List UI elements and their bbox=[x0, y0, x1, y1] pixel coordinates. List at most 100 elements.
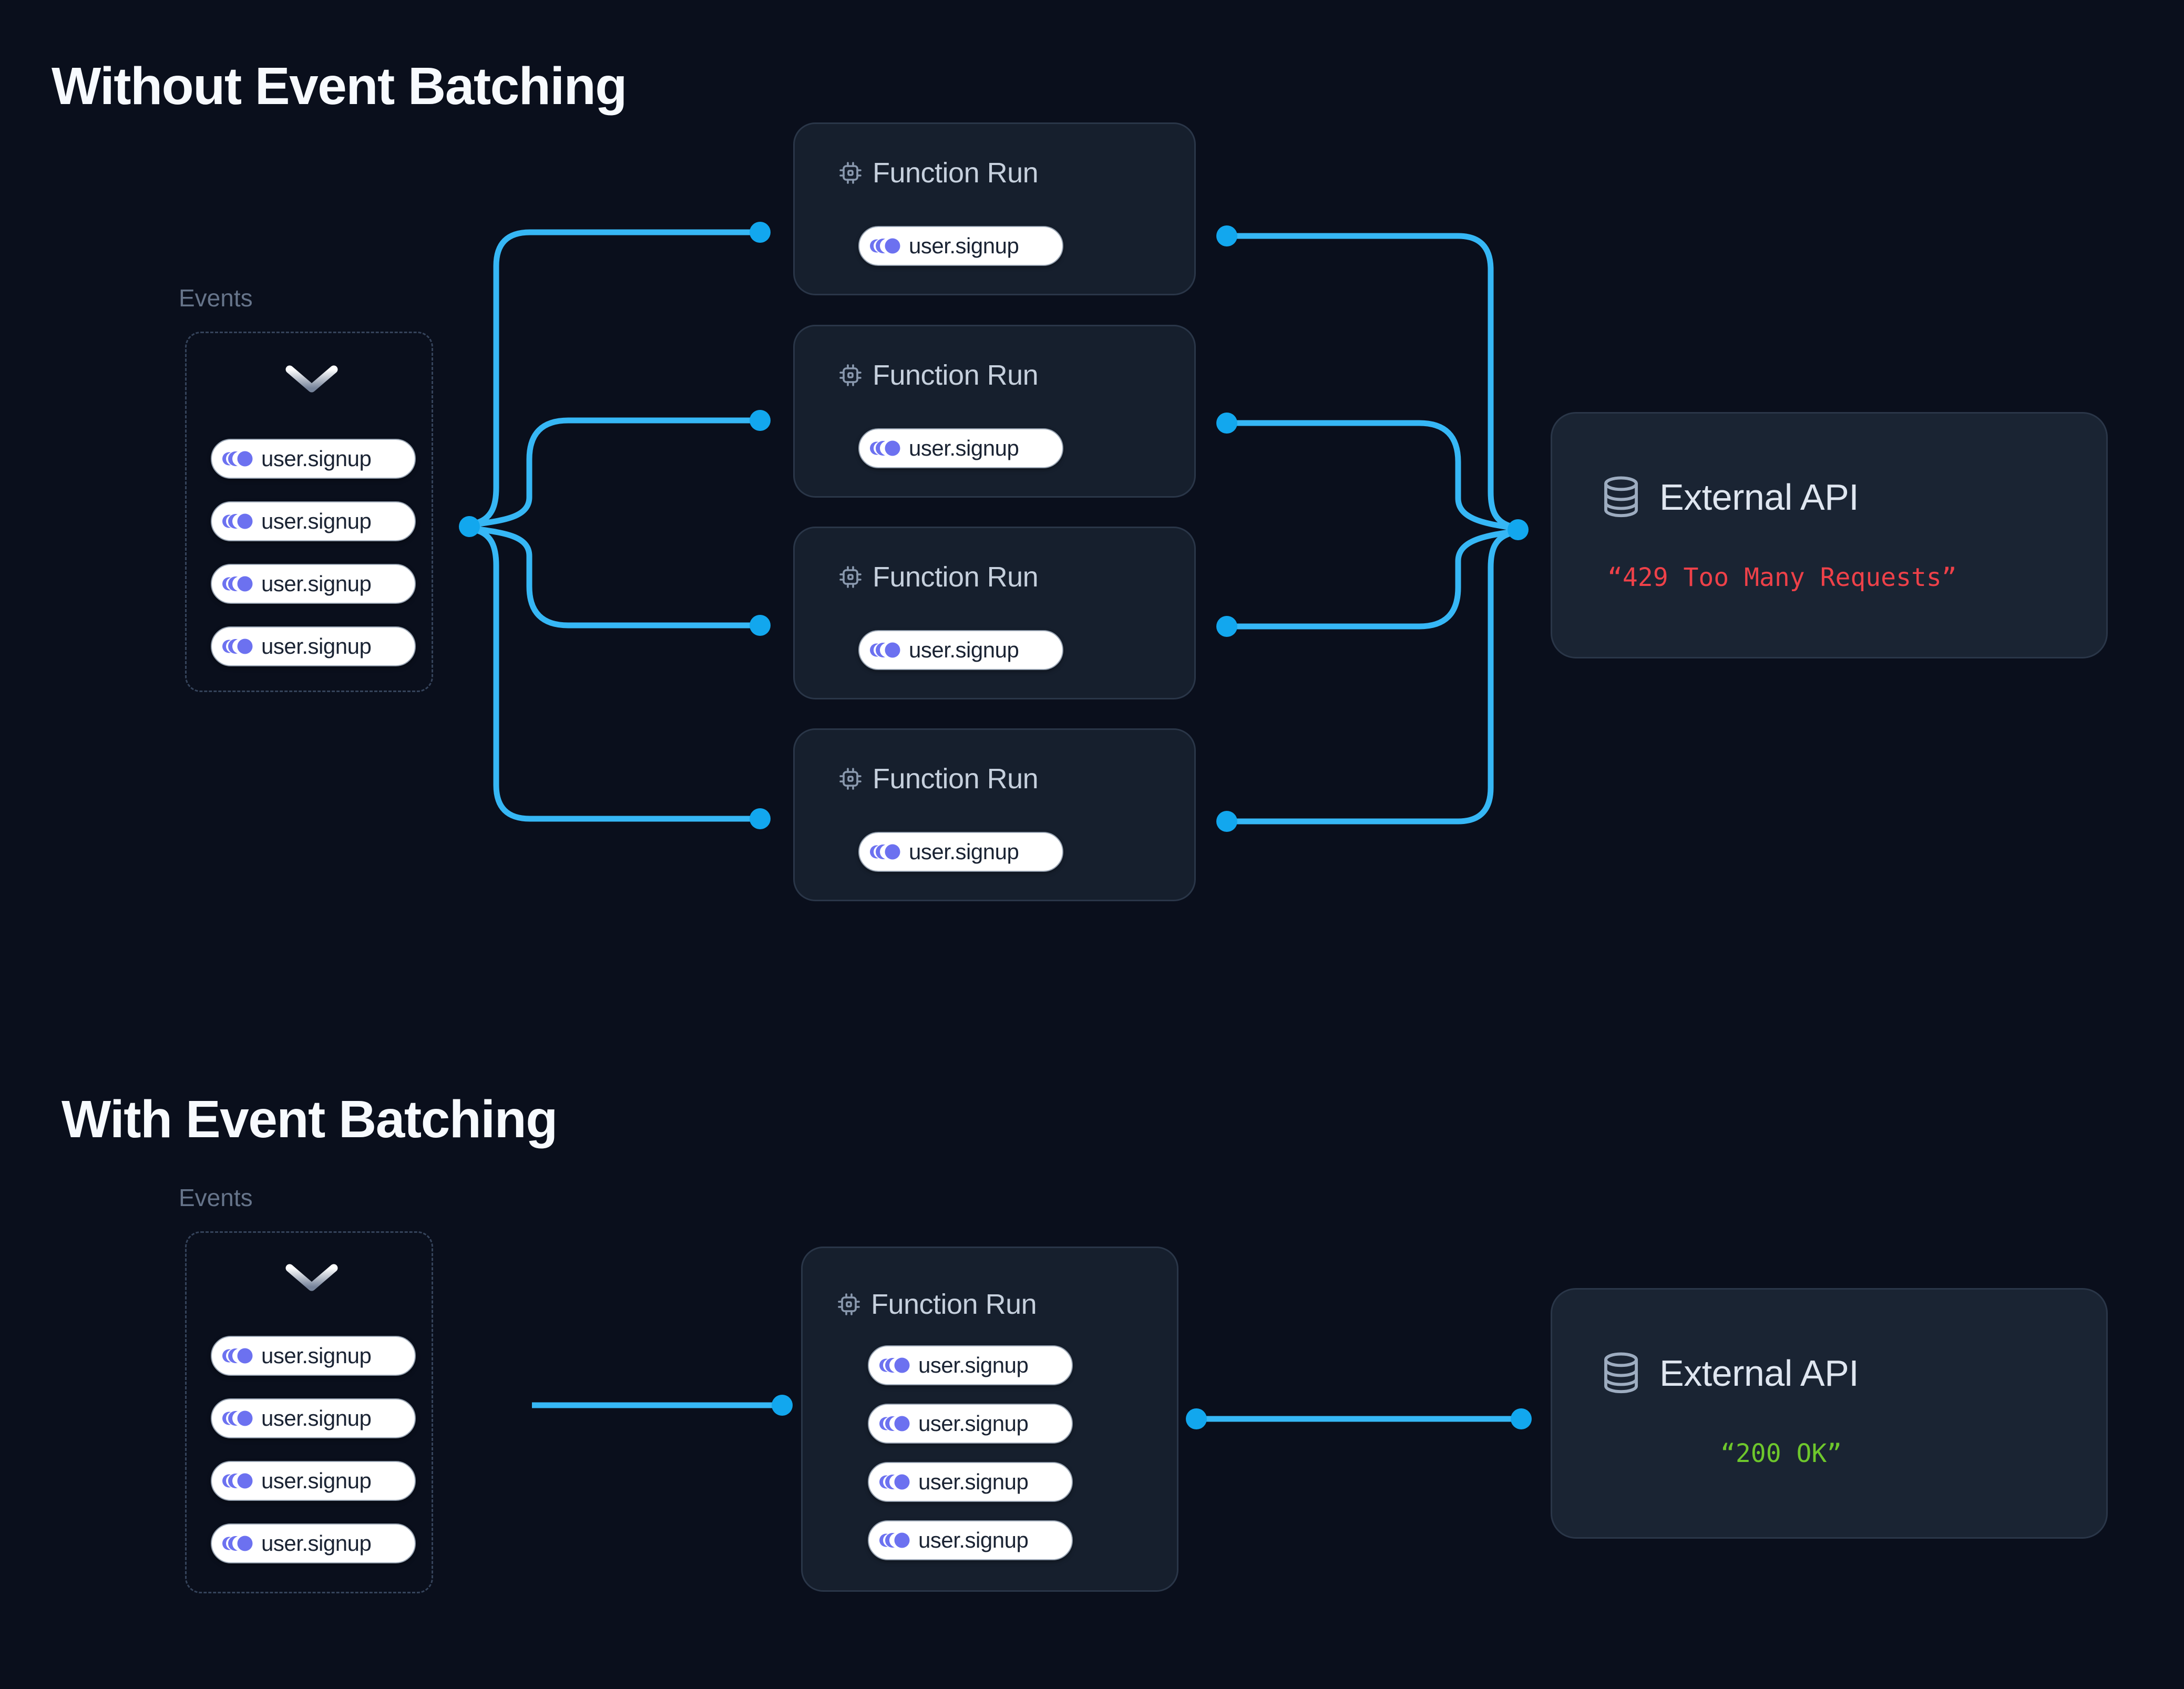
function-run-card: Function Run user.signup bbox=[793, 527, 1196, 699]
wire-dot bbox=[1508, 519, 1529, 540]
event-signal-icon bbox=[870, 238, 900, 254]
external-api-card: External API “429 Too Many Requests” bbox=[1551, 412, 2108, 658]
wire-dot bbox=[1511, 1408, 1532, 1429]
event-signal-icon bbox=[222, 1410, 253, 1426]
wire-converge-4 bbox=[1235, 530, 1513, 825]
wire-fanout-4 bbox=[474, 527, 752, 822]
wire-dot bbox=[772, 1395, 793, 1416]
section-title-without-batching: Without Event Batching bbox=[52, 57, 627, 116]
event-pill-label: user.signup bbox=[909, 233, 1019, 258]
event-signal-icon bbox=[222, 1348, 253, 1364]
event-signal-icon bbox=[222, 451, 253, 467]
database-icon bbox=[1604, 476, 1638, 518]
event-signal-icon bbox=[222, 576, 253, 592]
cpu-icon bbox=[839, 162, 862, 184]
cpu-icon bbox=[839, 364, 862, 386]
wire-fanout-3 bbox=[474, 526, 752, 629]
event-pill-label: user.signup bbox=[909, 436, 1019, 460]
event-signal-icon bbox=[870, 440, 900, 456]
events-panel: user.signup user.signup user.signup user… bbox=[185, 332, 433, 692]
event-signal-icon bbox=[879, 1532, 910, 1548]
events-label: Events bbox=[179, 284, 253, 312]
event-pill: user.signup bbox=[211, 1336, 416, 1376]
function-run-card: Function Run user.signup bbox=[793, 122, 1196, 295]
wire-fanout-1 bbox=[474, 229, 752, 527]
external-api-label: External API bbox=[1659, 477, 1859, 518]
wire-dot bbox=[750, 615, 771, 636]
wire-dot bbox=[1216, 413, 1237, 434]
cpu-icon bbox=[839, 768, 862, 790]
event-signal-icon bbox=[222, 1473, 253, 1489]
wire-dot bbox=[750, 808, 771, 829]
event-pill-label: user.signup bbox=[261, 571, 372, 596]
wire-converge-2 bbox=[1235, 420, 1513, 531]
function-run-label: Function Run bbox=[871, 1289, 1037, 1320]
event-signal-icon bbox=[222, 1536, 253, 1551]
function-run-label: Function Run bbox=[873, 359, 1039, 391]
status-text-success: “200 OK” bbox=[1720, 1439, 1842, 1468]
wire-dot bbox=[1186, 1408, 1207, 1429]
event-pill-label: user.signup bbox=[261, 1468, 372, 1493]
event-pill-label: user.signup bbox=[918, 1528, 1029, 1552]
chevron-down-icon bbox=[285, 365, 338, 393]
event-pill-label: user.signup bbox=[261, 509, 372, 533]
function-run-label: Function Run bbox=[873, 763, 1039, 795]
wire-converge-1 bbox=[1235, 233, 1513, 530]
chevron-down-icon bbox=[285, 1264, 338, 1291]
event-pill-label: user.signup bbox=[261, 1343, 372, 1368]
event-pill-label: user.signup bbox=[261, 446, 372, 471]
events-panel: user.signup user.signup user.signup user… bbox=[185, 1231, 433, 1593]
function-run-card: Function Run user.signup bbox=[793, 728, 1196, 901]
wire-dot bbox=[1216, 811, 1237, 832]
wire-dot bbox=[750, 410, 771, 431]
event-signal-icon bbox=[870, 642, 900, 658]
event-pill: user.signup bbox=[868, 1345, 1073, 1385]
function-run-label: Function Run bbox=[873, 561, 1039, 593]
external-api-label: External API bbox=[1659, 1353, 1859, 1394]
event-pill-label: user.signup bbox=[261, 1531, 372, 1556]
wire-converge-3 bbox=[1235, 529, 1513, 630]
event-pill: user.signup bbox=[858, 226, 1063, 266]
event-signal-icon bbox=[879, 1357, 910, 1373]
event-pill: user.signup bbox=[858, 630, 1063, 670]
function-run-card-batched: Function Run user.signup user.signup use… bbox=[801, 1247, 1178, 1592]
event-pill-label: user.signup bbox=[918, 1411, 1029, 1436]
event-pill-label: user.signup bbox=[918, 1469, 1029, 1494]
event-signal-icon bbox=[879, 1474, 910, 1490]
external-api-card: External API “200 OK” bbox=[1551, 1288, 2108, 1539]
event-signal-icon bbox=[222, 638, 253, 654]
event-pill: user.signup bbox=[211, 564, 416, 604]
event-pill: user.signup bbox=[211, 1398, 416, 1438]
event-pill-label: user.signup bbox=[909, 637, 1019, 662]
function-run-card: Function Run user.signup bbox=[793, 325, 1196, 498]
event-signal-icon bbox=[879, 1416, 910, 1431]
event-pill: user.signup bbox=[868, 1520, 1073, 1560]
event-pill-label: user.signup bbox=[909, 839, 1019, 864]
cpu-icon bbox=[838, 1293, 860, 1315]
event-pill-label: user.signup bbox=[261, 1406, 372, 1430]
event-signal-icon bbox=[870, 844, 900, 860]
event-pill: user.signup bbox=[211, 1523, 416, 1563]
event-pill: user.signup bbox=[868, 1462, 1073, 1502]
wire-dot bbox=[1216, 225, 1237, 246]
event-pill: user.signup bbox=[211, 626, 416, 666]
wire-fanout-2 bbox=[474, 417, 752, 528]
status-text-error: “429 Too Many Requests” bbox=[1607, 563, 1957, 592]
function-run-label: Function Run bbox=[873, 157, 1039, 189]
cpu-icon bbox=[839, 566, 862, 588]
events-label: Events bbox=[179, 1184, 253, 1211]
wire-dot bbox=[750, 222, 771, 243]
event-pill-label: user.signup bbox=[918, 1353, 1029, 1377]
event-pill: user.signup bbox=[868, 1404, 1073, 1444]
section-title-with-batching: With Event Batching bbox=[61, 1090, 558, 1149]
wire-dot bbox=[459, 516, 480, 537]
database-icon bbox=[1604, 1352, 1638, 1394]
event-pill: user.signup bbox=[211, 501, 416, 541]
event-pill-label: user.signup bbox=[261, 634, 372, 658]
event-pill: user.signup bbox=[858, 832, 1063, 872]
event-pill: user.signup bbox=[211, 439, 416, 479]
wire-dot bbox=[1216, 616, 1237, 637]
event-signal-icon bbox=[222, 513, 253, 529]
